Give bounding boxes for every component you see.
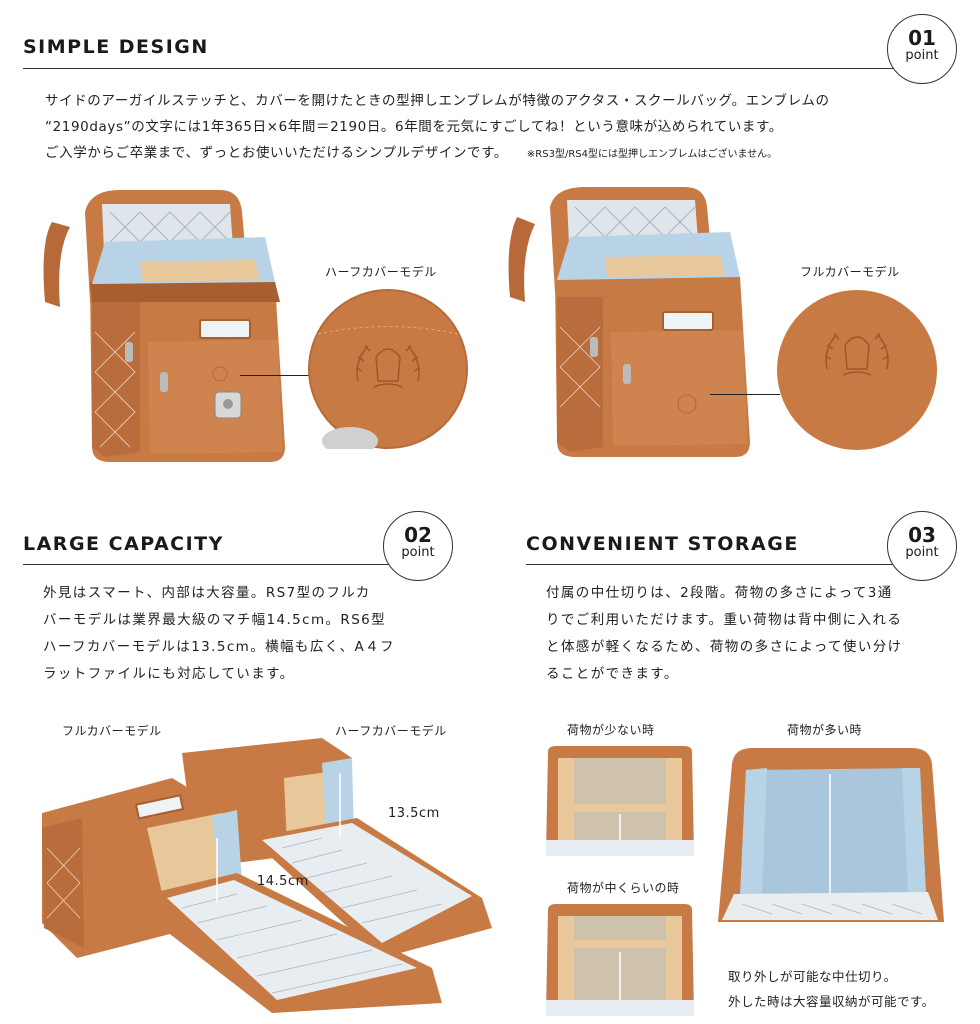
depth-measurement-half: 13.5cm <box>388 806 440 821</box>
description-line: ご入学からご卒業まで、ずっとお使いいただけるシンプルデザインです。 <box>45 145 509 161</box>
divider-few-items-image <box>544 744 696 858</box>
label-medium-items: 荷物が中くらいの時 <box>567 881 680 895</box>
divider-removed-many-items-image <box>712 744 948 926</box>
description-line: ラットファイルにも対応しています。 <box>43 666 295 682</box>
description-line: “2190days”の文字には1年365日×6年間＝2190日。6年間を元気にす… <box>45 119 783 135</box>
description-line: サイドのアーガイルステッチと、カバーを開けたときの型押しエンブレムが特徴のアクタ… <box>45 93 830 109</box>
label-half-cover-model: ハーフカバーモデル <box>325 265 437 279</box>
description-line: 付属の中仕切りは、2段階。荷物の多さによって3通 <box>546 585 893 601</box>
badge-number: 02 <box>404 523 432 547</box>
badge-number: 03 <box>908 523 936 547</box>
depth-measurement-full: 14.5cm <box>257 874 309 889</box>
removable-divider-caption: 取り外しが可能な中仕切り。 外した時は大容量収納が可能です。 <box>728 964 935 1014</box>
point-badge-02: 02 point <box>383 511 453 581</box>
point-badge-03: 03 point <box>887 511 957 581</box>
section-title-large-capacity: LARGE CAPACITY <box>23 533 224 555</box>
section-rule-01 <box>23 68 893 69</box>
point-badge-01: 01 point <box>887 14 957 84</box>
description-line: りでご利用いただけます。重い荷物は背中側に入れる <box>546 612 903 628</box>
description-line: 外見はスマート、内部は大容量。RS7型のフルカ <box>43 585 371 601</box>
caption-line: 外した時は大容量収納が可能です。 <box>728 994 935 1009</box>
open-backpacks-comparison-image <box>22 718 522 1018</box>
description-line: ることができます。 <box>546 666 679 682</box>
section-title-simple-design: SIMPLE DESIGN <box>23 36 209 58</box>
label-full-cover-model-2: フルカバーモデル <box>62 724 162 738</box>
description-line-with-note: ご入学からご卒業まで、ずっとお使いいただけるシンプルデザインです。 ※RS3型/… <box>45 140 945 168</box>
badge-word: point <box>905 545 939 560</box>
label-few-items: 荷物が少ない時 <box>567 723 655 737</box>
large-capacity-description: 外見はスマート、内部は大容量。RS7型のフルカ バーモデルは業界最大級のマチ幅1… <box>43 580 483 688</box>
emblem-closeup-half-cover <box>308 289 468 455</box>
badge-word: point <box>905 48 939 63</box>
simple-design-description: サイドのアーガイルステッチと、カバーを開けたときの型押しエンブレムが特徴のアクタ… <box>45 88 945 168</box>
label-many-items: 荷物が多い時 <box>787 723 863 737</box>
section-rule-02 <box>23 564 393 565</box>
convenient-storage-description: 付属の中仕切りは、2段階。荷物の多さによって3通 りでご利用いただけます。重い荷… <box>546 580 966 688</box>
leader-line-half <box>240 375 315 376</box>
badge-number: 01 <box>908 26 936 50</box>
emblem-closeup-full-cover <box>776 289 938 451</box>
section-rule-03 <box>526 564 896 565</box>
divider-medium-items-image <box>544 902 696 1018</box>
description-line: ハーフカバーモデルは13.5cm。横幅も広く、A４フ <box>43 639 395 655</box>
description-line: と体感が軽くなるため、荷物の多さによって使い分け <box>546 639 903 655</box>
backpack-full-cover-image <box>505 182 765 472</box>
emblem-note: ※RS3型/RS4型には型押しエンブレムはございません。 <box>526 149 778 160</box>
label-half-cover-model-2: ハーフカバーモデル <box>335 724 447 738</box>
leader-line-full <box>710 394 780 395</box>
label-full-cover-model: フルカバーモデル <box>800 265 900 279</box>
backpack-half-cover-image <box>30 182 300 482</box>
badge-word: point <box>401 545 435 560</box>
caption-line: 取り外しが可能な中仕切り。 <box>728 969 897 984</box>
description-line: バーモデルは業界最大級のマチ幅14.5cm。RS6型 <box>43 612 387 628</box>
section-title-convenient-storage: CONVENIENT STORAGE <box>526 533 799 555</box>
